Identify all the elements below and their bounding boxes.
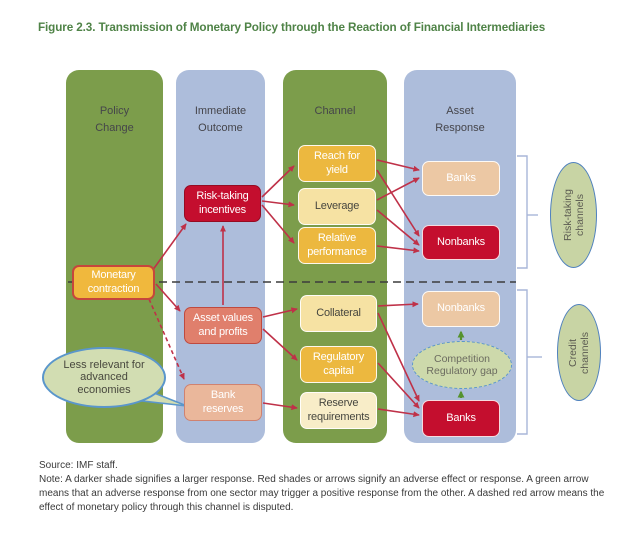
node-asset-values-profits: Asset values and profits	[184, 307, 262, 344]
red-arrows	[151, 159, 420, 418]
node-nonbanks-risk: Nonbanks	[422, 225, 500, 260]
dashed-red-arrow	[148, 298, 185, 380]
callout-text: Less relevant for advanced economies	[63, 358, 145, 396]
node-risk-taking-incentives: Risk-taking incentives	[184, 185, 261, 222]
risk-taking-channels-label: Risk-taking channels	[561, 189, 586, 241]
competition-regulatory-gap-label: Competition Regulatory gap	[426, 352, 498, 378]
node-leverage: Leverage	[298, 188, 376, 225]
column-header-channel: Channel	[314, 105, 356, 117]
competition-regulatory-gap-ellipse: Competition Regulatory gap	[412, 341, 512, 389]
figure-title: Figure 2.3. Transmission of Monetary Pol…	[38, 21, 546, 34]
node-reach-for-yield: Reach for yield	[298, 145, 376, 182]
node-bank-reserves: Bank reserves	[184, 384, 262, 421]
risk-taking-channels-oval: Risk-taking channels	[550, 162, 597, 268]
node-banks-risk: Banks	[422, 161, 500, 196]
column-header-immediate-outcome: Immediate Outcome	[194, 105, 247, 134]
figure-footer: Source: IMF staff. Note: A darker shade …	[39, 459, 605, 515]
credit-channels-label: Credit channels	[567, 331, 591, 374]
column-header-policy-change: Policy Change	[95, 105, 134, 134]
note-text: Note: A darker shade signifies a larger …	[39, 474, 605, 513]
callout-bubble: Less relevant for advanced economies	[42, 347, 166, 408]
node-regulatory-capital: Regulatory capital	[300, 346, 377, 383]
column-header-asset-response: Asset Response	[435, 105, 485, 134]
node-collateral: Collateral	[300, 295, 377, 332]
node-nonbanks-credit: Nonbanks	[422, 291, 500, 327]
credit-channels-oval: Credit channels	[557, 304, 601, 401]
node-banks-credit: Banks	[422, 400, 500, 437]
node-reserve-requirements: Reserve requirements	[300, 392, 377, 429]
source-text: Source: IMF staff.	[39, 460, 118, 471]
risk-channels-bracket	[517, 155, 538, 269]
column-immediate-outcome: Immediate Outcome	[176, 70, 265, 443]
node-monetary-contraction: Monetary contraction	[72, 265, 155, 300]
credit-channels-bracket	[517, 289, 542, 435]
node-relative-performance: Relative performance	[298, 227, 376, 264]
